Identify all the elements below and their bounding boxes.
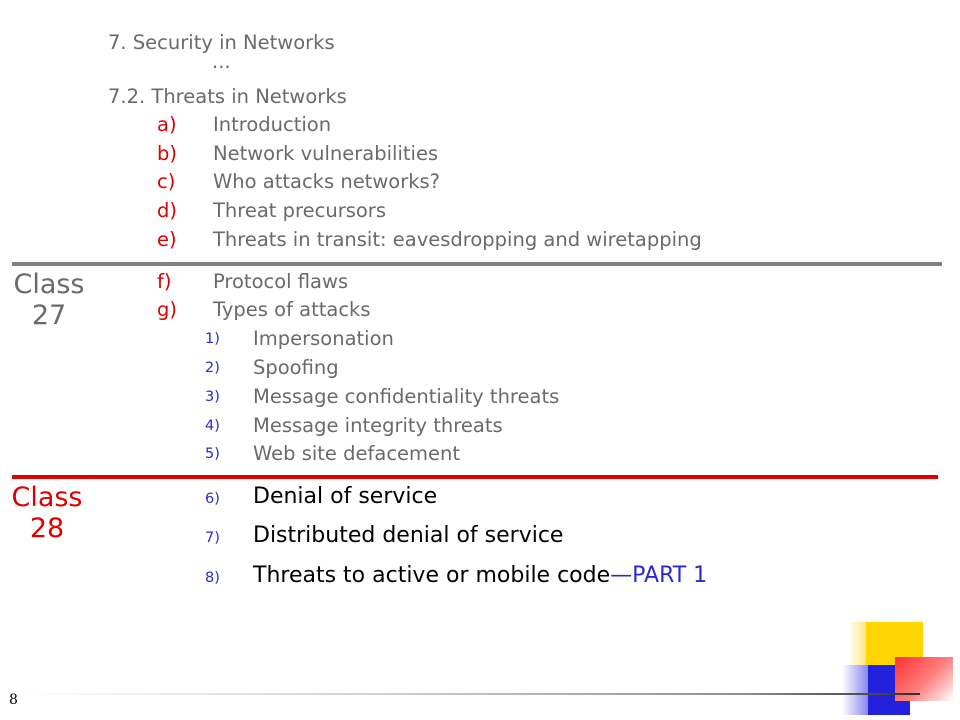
attack-text: Impersonation	[253, 327, 394, 350]
attack-marker: 6)	[205, 491, 220, 507]
item-marker: c)	[157, 170, 176, 193]
item-marker: e)	[157, 228, 177, 251]
attack-marker: 7)	[205, 530, 220, 546]
class-label-line: Class	[11, 482, 83, 513]
attack-text: Threats to active or mobile code	[253, 563, 611, 588]
attack-text: Denial of service	[253, 484, 438, 509]
attack-text: Web site defacement	[253, 442, 461, 465]
class-28-label: Class 28	[8, 482, 86, 544]
attack-marker: 4)	[205, 418, 220, 434]
attack-text: Distributed denial of service	[253, 523, 564, 548]
class-label-line: Class	[13, 269, 85, 300]
attack-marker: 3)	[205, 389, 220, 405]
class-label-number: 27	[31, 300, 67, 331]
attack-marker: 5)	[205, 446, 220, 462]
class-label-number: 28	[29, 513, 65, 544]
decor-blue-fade	[842, 665, 868, 715]
item-text: Introduction	[213, 113, 332, 136]
section-title: 7. Security in Networks	[108, 31, 335, 54]
footer-line	[20, 693, 920, 695]
attack-text: Message confidentiality threats	[253, 385, 560, 408]
decor-yellow-fade	[848, 622, 866, 672]
attack-marker: 1)	[205, 331, 220, 347]
item-marker: f)	[157, 270, 172, 293]
item-text: Types of attacks	[213, 298, 371, 321]
attack-item-8: Threats to active or mobile code—PART 1	[253, 563, 707, 588]
part-label: —PART 1	[610, 563, 708, 588]
subsection-title: 7.2. Threats in Networks	[108, 85, 347, 108]
ellipsis: ...	[212, 50, 231, 73]
class-27-label: Class 27	[10, 269, 88, 331]
item-text: Threat precursors	[213, 199, 386, 222]
item-marker: d)	[157, 199, 177, 222]
attack-marker: 8)	[205, 570, 220, 586]
divider-class-27	[12, 262, 942, 266]
attack-text: Spoofing	[253, 356, 339, 379]
item-marker: a)	[157, 113, 177, 136]
item-text: Protocol flaws	[213, 270, 349, 293]
slide-number: 8	[9, 692, 18, 708]
attack-text: Message integrity threats	[253, 414, 503, 437]
divider-class-28	[12, 475, 938, 479]
attack-marker: 2)	[205, 360, 220, 376]
item-marker: g)	[157, 298, 177, 321]
item-marker: b)	[157, 142, 177, 165]
item-text: Threats in transit: eavesdropping and wi…	[213, 228, 702, 251]
item-text: Network vulnerabilities	[213, 142, 439, 165]
item-text: Who attacks networks?	[213, 170, 441, 193]
